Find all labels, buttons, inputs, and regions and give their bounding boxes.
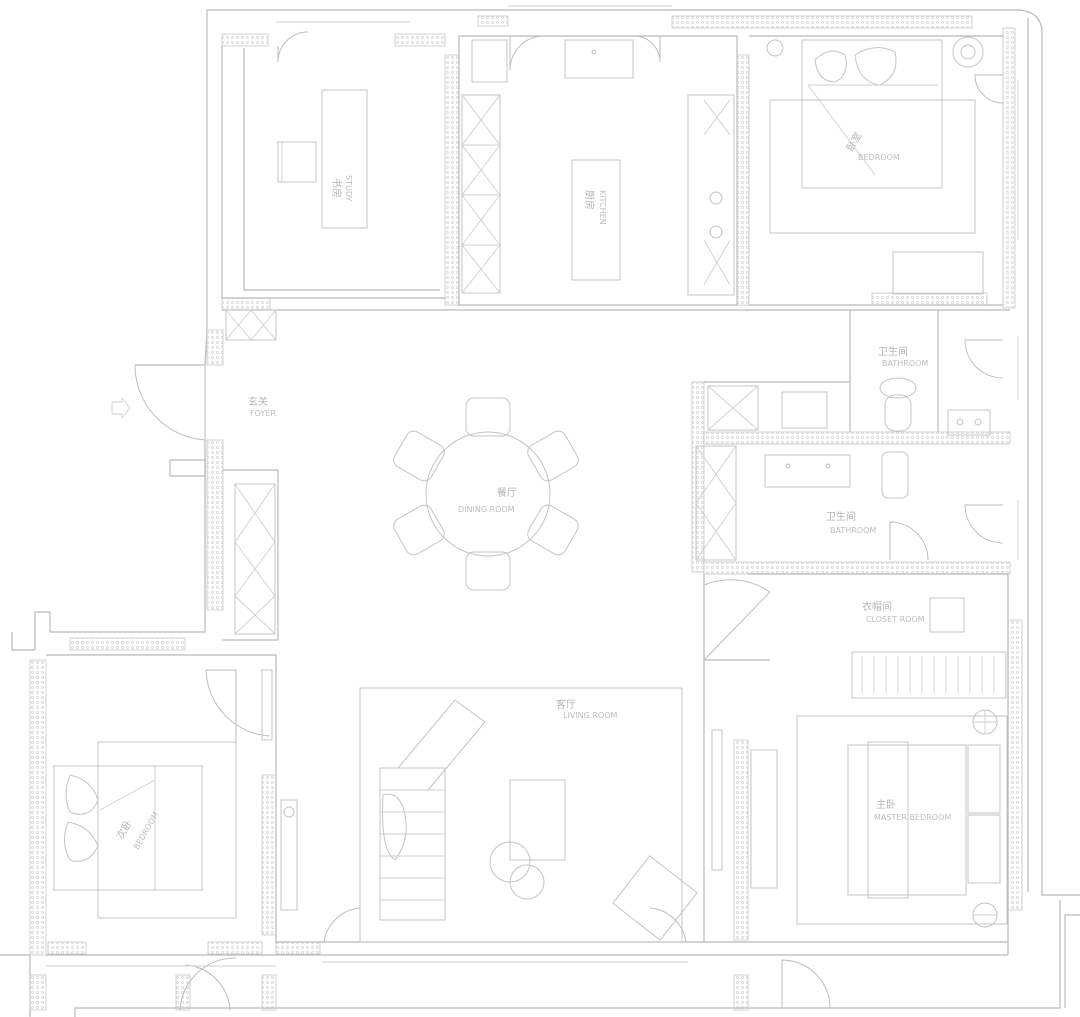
kitchen-label: 厨房 [583,190,596,210]
bathroom-2: 卫生间 BATHROOM [695,445,1004,561]
foyer-sub: FOYER [250,409,276,418]
child-bedroom-sub: BEDROOM [132,810,161,851]
hatched-walls [29,15,1023,1011]
child-bedroom-label: 次卧 [113,818,134,842]
foyer-area: 玄关 FOYER [111,309,277,635]
dining-label: 餐厅 [497,486,517,499]
bathroom2-sub: BATHROOM [830,526,876,535]
closet-sub: CLOSET ROOM [866,615,925,624]
master-bedroom: 主卧 MASTER BEDROOM [711,709,1008,1009]
outer-walls [0,9,1080,1017]
dining-room: 餐厅 DINING ROOM [393,397,579,591]
bedroom-label: 卧室 [843,130,864,154]
bedroom-room: 卧室 BEDROOM [766,36,1004,295]
bathroom1-label: 卫生间 [878,345,908,358]
closet-label: 衣帽间 [862,600,892,613]
study-label: 书房 [330,178,343,198]
bedroom-sub: BEDROOM [858,153,900,162]
master-bedroom-label: 主卧 [876,798,896,811]
living-room: 客厅 LIVING ROOM [323,687,698,943]
interior-walls [46,35,1010,956]
closet-room: 衣帽间 CLOSET ROOM [703,579,1007,699]
bathroom1-sub: BATHROOM [882,359,928,368]
study-room: 书房 STUDY [277,31,368,229]
living-sub: LIVING ROOM [563,711,618,720]
windows [46,5,1019,967]
kitchen-room: 厨房 KITCHEN [461,35,735,296]
dining-sub: DINING ROOM [458,505,515,514]
kitchen-sub: KITCHEN [598,190,607,225]
foyer-label: 玄关 [248,395,268,408]
bathroom-1: 卫生间 BATHROOM [707,339,1004,436]
child-bedroom: 次卧 BEDROOM [53,669,298,1011]
bathroom2-label: 卫生间 [826,510,856,523]
study-sub: STUDY [344,175,353,202]
master-bedroom-sub: MASTER BEDROOM [874,813,951,822]
living-label: 客厅 [556,698,576,711]
